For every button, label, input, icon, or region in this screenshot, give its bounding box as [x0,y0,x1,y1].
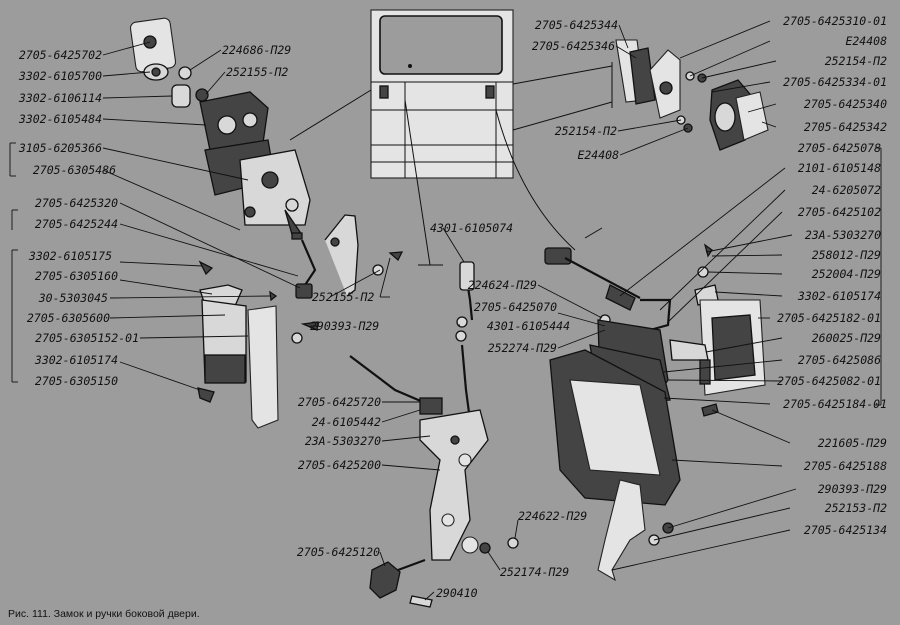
label-252274-p29: 252274-П29 [488,341,557,355]
label-3302-6105174: 3302-6105174 [34,353,118,367]
label-2705-6425078: 2705-6425078 [798,141,881,155]
label-2705-6425082-01: 2705-6425082-01 [777,374,881,388]
label-2705-6425134: 2705-6425134 [804,523,887,537]
label-2101-6105148: 2101-6105148 [798,161,881,175]
label-23a-5303270-right: 23А-5303270 [805,228,881,242]
label-3302-6106114: 3302-6106114 [18,91,102,105]
label-3302-6105700: 3302-6105700 [18,69,102,83]
label-252154-p2-left: 252154-П2 [555,124,617,138]
label-290393-p29-left: 290393-П29 [310,319,379,333]
label-2705-6425344: 2705-6425344 [535,18,618,32]
label-2705-6425188: 2705-6425188 [804,459,887,473]
label-3302-6105484: 3302-6105484 [18,112,102,126]
van-pointer-lines [289,62,613,266]
centre-rod-assembly [349,261,519,561]
label-3302-6105175: 3302-6105175 [28,249,112,263]
label-252154-p2-right: 252154-П2 [825,54,887,68]
label-224624-p29: 224624-П29 [468,278,537,292]
label-2705-6305600: 2705-6305600 [27,311,110,325]
label-23a-5303270-centre: 23А-5303270 [305,434,381,448]
van-door-outline [370,9,514,179]
label-e24408-right: Е24408 [845,34,887,48]
left-handle-assembly [197,260,279,429]
lock-button [369,558,433,608]
label-2705-6425200: 2705-6425200 [298,458,381,472]
striker-assembly [615,39,769,151]
label-2705-6425346: 2705-6425346 [532,39,615,53]
label-2705-6425182-01: 2705-6425182-01 [777,311,881,325]
label-2705-6425120: 2705-6425120 [297,545,380,559]
label-252155-p2-mid: 252155-П2 [312,290,374,304]
label-4301-6105444: 4301-6105444 [487,319,570,333]
label-2705-6425102: 2705-6425102 [798,205,881,219]
label-2705-6425310-01: 2705-6425310-01 [783,14,887,28]
label-252004-p29: 252004-П29 [812,267,881,281]
label-2705-6305160: 2705-6305160 [35,269,118,283]
label-3105-6205366: 3105-6205366 [18,141,102,155]
lock-body-assembly [129,17,311,240]
figure-caption: Рис. 111. Замок и ручки боковой двери. [8,608,200,620]
label-2705-6425720: 2705-6425720 [298,395,381,409]
label-260025-p29: 260025-П29 [812,331,881,345]
label-2705-6425702: 2705-6425702 [19,48,102,62]
label-2705-6425244: 2705-6425244 [35,217,118,231]
label-2705-6425320: 2705-6425320 [35,196,118,210]
inner-handle-assembly [544,243,766,582]
label-252153-p2: 252153-П2 [825,501,887,515]
label-2705-6305486: 2705-6305486 [33,163,116,177]
part-labels: 2705-6425702 3302-6105700 3302-6106114 3… [8,14,887,620]
label-30-5303045: 30-5303045 [38,291,108,305]
label-252155-p2-top: 252155-П2 [226,65,288,79]
label-290410: 290410 [436,586,478,600]
label-2705-6425070: 2705-6425070 [474,300,557,314]
leader-lines [9,20,882,601]
label-2705-6425340: 2705-6425340 [804,97,887,111]
label-252174-p29: 252174-П29 [500,565,569,579]
label-2705-6425184-01: 2705-6425184-01 [783,397,887,411]
label-224622-p29: 224622-П29 [518,509,587,523]
label-290393-p29-right: 290393-П29 [818,482,887,496]
label-221605-p29: 221605-П29 [818,436,887,450]
label-2705-6425334-01: 2705-6425334-01 [783,75,887,89]
label-224686-p29: 224686-П29 [222,43,291,57]
label-258012-p29: 258012-П29 [812,248,881,262]
label-24-6105442: 24-6105442 [312,415,381,429]
label-e24408-left: Е24408 [577,148,619,162]
label-2705-6425086: 2705-6425086 [798,353,881,367]
label-3302-6105174-right: 3302-6105174 [797,289,881,303]
label-4301-6105074: 4301-6105074 [430,221,513,235]
label-2705-6425342: 2705-6425342 [804,120,887,134]
rod-and-lever-left [291,214,404,344]
label-2705-6305152-01: 2705-6305152-01 [35,331,139,345]
label-2705-6305150: 2705-6305150 [35,374,118,388]
label-24-6205072: 24-6205072 [812,183,881,197]
